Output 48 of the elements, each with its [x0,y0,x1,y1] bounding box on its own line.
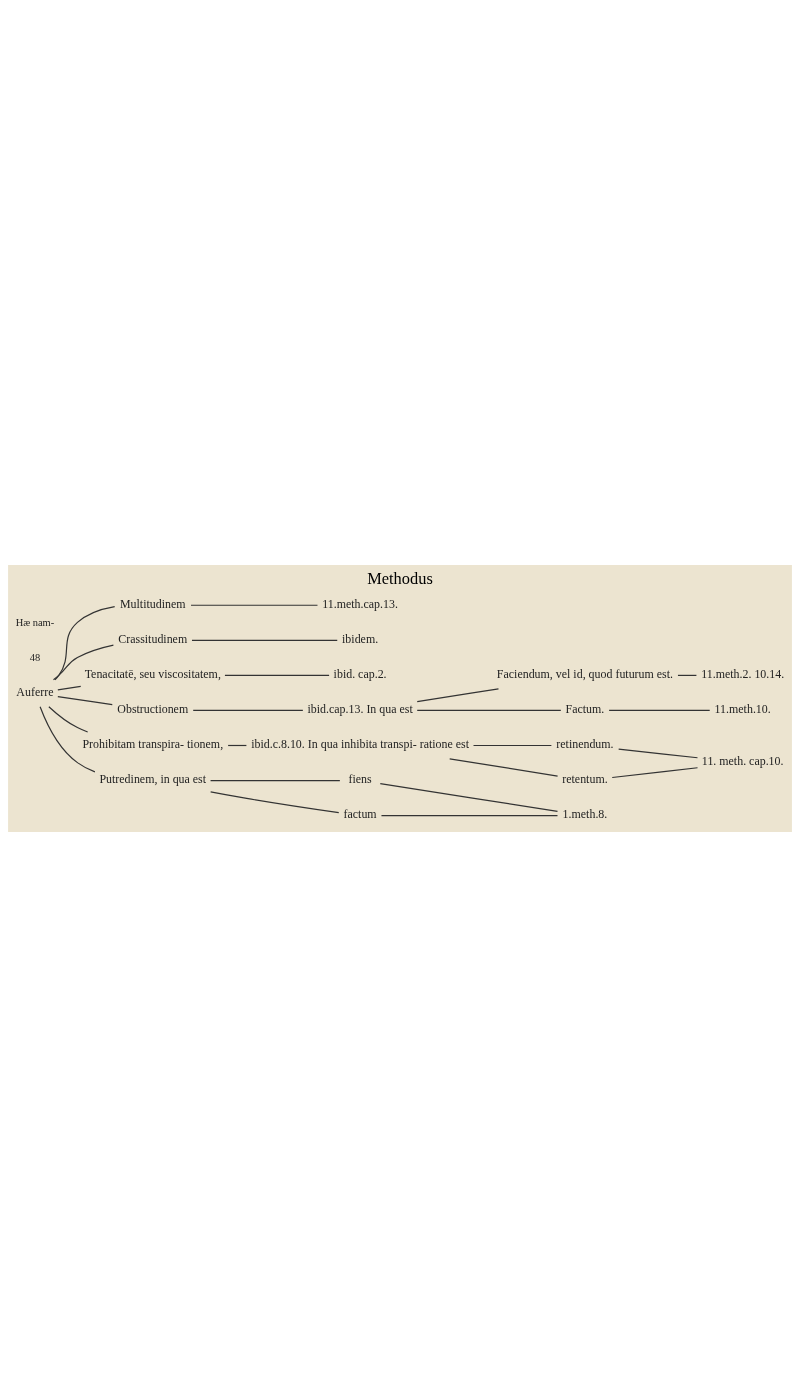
node-text: ibid. cap.2. [333,666,387,681]
connector [472,744,552,746]
node-text: Multitudinem [119,596,186,611]
connector [227,744,247,746]
connector [677,674,697,676]
node-text: retinendum. [556,736,614,751]
connector [191,639,338,641]
node-text: 11.meth.10. [714,701,771,716]
connector [618,748,699,758]
connector [449,757,559,777]
connector [416,709,562,711]
node-text: Obstructionem [117,701,189,716]
connector [52,644,114,680]
connector [57,695,113,705]
node-text: fiens [348,771,372,786]
node-text: Prohibitam transpira- tionem, [82,736,224,751]
node-text: Putredinem, in qua est [99,771,207,786]
connector [379,782,559,812]
node-text: ibidem. [342,631,379,646]
node-text: ibid.cap.13. In qua est [307,701,413,716]
connector [57,685,82,690]
connector [190,604,319,606]
node-text: Crassitudinem [118,631,188,646]
node-text: 1.meth.8. [562,806,608,821]
node-text: 11. meth. cap.10. [701,753,784,768]
connector [192,709,304,711]
node-text: 11.meth.cap.13. [322,596,398,611]
node-text: retentum. [562,771,608,786]
node-text: Faciendum, vel id, quod futurum est. [496,666,674,681]
connector [48,705,89,733]
label: 48 [29,651,41,663]
node-text: ibid.c.8.10. In qua inhibita transpi- ratione est [251,736,470,751]
connector [611,766,699,778]
connector [416,687,500,702]
node-text: Factum. [565,701,605,716]
diagram-title: Methodus [367,568,433,588]
node-text: factum [343,806,377,821]
node-text: Auferre [16,684,54,699]
connector [210,790,340,813]
label: Hæ nam- [15,616,55,628]
connector [209,779,341,781]
node-text: 11.meth.2. 10.14. [701,666,785,681]
connector [224,674,330,676]
connector [380,814,559,816]
connector [54,605,116,680]
node-text: Tenacitatē, seu viscositatem, [84,666,221,681]
connector [39,705,96,772]
connector [608,709,711,711]
